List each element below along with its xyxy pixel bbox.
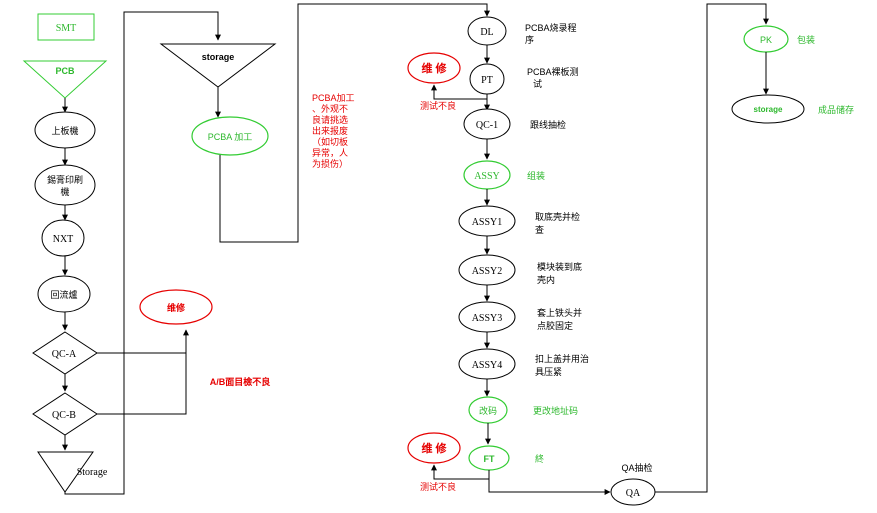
qca-label: QC-A	[52, 349, 77, 360]
assy3-node: ASSY3	[458, 301, 516, 333]
storage-triangle-left: Storage	[37, 451, 108, 493]
reflow-node: 回流爐	[37, 275, 91, 313]
qcb-label: QC-B	[52, 410, 76, 421]
qa-note: QA抽检	[621, 462, 652, 473]
dl-node: DL	[467, 16, 507, 46]
pt-note-1: PCBA裸板测	[527, 66, 579, 77]
note-line: 出来报废	[312, 125, 348, 136]
change-code-node: 改码	[468, 396, 508, 424]
dl-label: DL	[480, 27, 493, 38]
repair-left-node: 维修	[139, 289, 213, 325]
qa-to-pk-connector	[655, 3, 769, 493]
assy1-note-2: 查	[535, 224, 544, 235]
change-code-label: 改码	[479, 405, 497, 416]
storage-triangle-middle: storage	[159, 43, 277, 88]
ft-label: FT	[484, 454, 495, 464]
repair-bottom-node: 维 修	[407, 432, 461, 464]
note-line: 为损伤）	[312, 158, 348, 169]
repair-left-label: 维修	[167, 302, 186, 313]
ft-note: 終	[535, 453, 544, 464]
change-code-note: 更改地址码	[533, 405, 578, 416]
pcba-process-node: PCBA 加工	[191, 116, 269, 156]
qa-node: QA	[610, 478, 656, 506]
note-line: 异常，人	[312, 147, 348, 158]
note-line: （如切板	[312, 136, 348, 147]
repair-top-label: 维 修	[421, 61, 447, 75]
storage-left-label: Storage	[77, 467, 108, 478]
solder-print-label-1: 錫膏印刷	[47, 174, 83, 185]
qc1-note: 跟线抽检	[530, 119, 566, 130]
note-line: PCBA加工	[312, 93, 355, 103]
solder-print-node: 錫膏印刷 機	[34, 164, 96, 206]
pk-label: PK	[760, 35, 772, 45]
pcb-triangle: PCB	[22, 60, 108, 99]
assy2-note-2: 壳内	[537, 274, 555, 285]
assy4-node: ASSY4	[458, 348, 516, 380]
assy4-note-1: 扣上盖并用治	[535, 353, 589, 364]
nxt-node: NXT	[41, 219, 85, 257]
dl-note-1: PCBA烧录程	[525, 22, 577, 33]
middle-to-right-connector	[219, 3, 490, 243]
assy4-label: ASSY4	[472, 360, 503, 371]
reflow-label: 回流爐	[50, 289, 77, 300]
pt-note-2: 试	[533, 78, 542, 89]
ab-inspection-note: A/B面目檢不良	[210, 376, 271, 387]
repair-top-node: 维 修	[407, 52, 461, 84]
assy-label: ASSY	[474, 171, 500, 182]
ft-node: FT	[468, 445, 510, 471]
assy2-label: ASSY2	[472, 266, 503, 277]
loader-label: 上板機	[51, 125, 78, 136]
note-line: 良请挑选	[312, 114, 348, 125]
qca-to-repair-line	[97, 329, 189, 354]
qc1-label: QC-1	[476, 120, 498, 131]
assy3-note-2: 点胶固定	[537, 320, 573, 331]
assy1-node: ASSY1	[458, 205, 516, 237]
solder-print-label-2: 機	[60, 186, 69, 197]
pt-node: PT	[469, 63, 505, 95]
loader-node: 上板機	[34, 111, 96, 149]
storage-middle-label: storage	[202, 52, 235, 62]
pcba-defect-note: PCBA加工 、外观不 良请挑选 出来报废 （如切板 异常，人 为损伤）	[312, 93, 355, 169]
storage-final-label: storage	[754, 105, 783, 114]
assy1-label: ASSY1	[472, 217, 503, 228]
left-to-middle-connector	[64, 11, 221, 495]
qa-label: QA	[626, 488, 641, 499]
assy4-note-2: 具压紧	[535, 367, 562, 377]
pcba-process-label: PCBA 加工	[208, 132, 253, 142]
assy2-note-1: 模块装到底	[537, 261, 582, 272]
pk-note: 包装	[797, 34, 815, 45]
assy-node: ASSY	[463, 160, 511, 190]
smt-label: SMT	[56, 23, 77, 34]
qca-diamond: QC-A	[32, 331, 98, 375]
test-fail-bottom-label: 测试不良	[420, 481, 456, 492]
pk-node: PK	[743, 25, 789, 53]
assy3-label: ASSY3	[472, 313, 503, 324]
qcb-diamond: QC-B	[32, 392, 98, 436]
assy3-note-1: 套上铁头并	[537, 307, 582, 318]
assy-note: 组装	[527, 170, 545, 181]
repair-bottom-label: 维 修	[421, 441, 447, 455]
qc1-node: QC-1	[463, 108, 511, 140]
assy1-note-1: 取底壳并检	[535, 211, 580, 222]
pt-label: PT	[481, 75, 493, 86]
assy2-node: ASSY2	[458, 254, 516, 286]
dl-note-2: 序	[525, 34, 534, 45]
nxt-label: NXT	[53, 234, 74, 245]
note-line: 、外观不	[312, 103, 348, 114]
smt-box: SMT	[37, 13, 95, 41]
storage-final-note: 成品储存	[818, 104, 854, 115]
test-fail-top-label: 测试不良	[420, 100, 456, 111]
storage-final-node: storage	[731, 94, 805, 124]
pcb-label: PCB	[55, 66, 75, 76]
qcb-to-repair-line	[97, 353, 187, 415]
ft-to-qa-line	[488, 470, 611, 495]
